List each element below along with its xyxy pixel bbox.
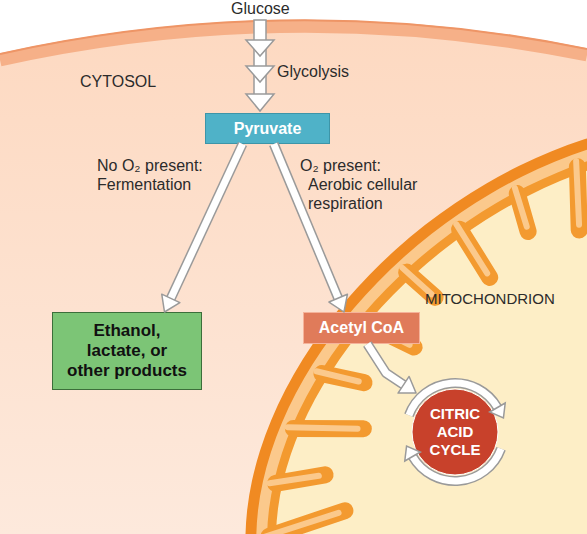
- crista-space: [316, 371, 358, 381]
- cycle-arrow-head: [405, 446, 421, 461]
- matrix: [220, 130, 587, 534]
- process-box: Pyruvate: [205, 113, 330, 144]
- arrow-head: [246, 94, 274, 111]
- crista-space: [263, 513, 338, 534]
- intermembrane-space: [220, 130, 587, 534]
- arrow-head-group: [398, 376, 416, 393]
- node-text: Acetyl CoA: [319, 319, 404, 337]
- node-text: Pyruvate: [234, 120, 302, 138]
- arrow-head: [246, 40, 274, 56]
- cycle-circle: CITRIC ACID CYCLE: [400, 377, 510, 487]
- crista-space: [456, 224, 487, 273]
- text-label: Glucose: [231, 0, 311, 18]
- cycle-circle: [412, 389, 498, 475]
- arrow-head-group: [162, 294, 180, 312]
- glycolysis-arrow: [246, 20, 274, 111]
- arrow-shaft-group: [274, 144, 339, 300]
- connector-arrow: [162, 144, 243, 312]
- crista-space: [515, 188, 527, 227]
- text-label: Glycolysis: [277, 62, 367, 81]
- node-text: MITOCHONDRION: [425, 290, 555, 307]
- arrow-shaft: [170, 144, 243, 300]
- process-box: Acetyl CoA: [303, 312, 420, 344]
- edge-label: O₂ present: Aerobic cellular respiration: [298, 156, 434, 213]
- crista-space: [576, 161, 579, 225]
- node-text: CITRIC ACID CYCLE: [424, 405, 486, 459]
- crista-space: [270, 476, 319, 483]
- cell-membrane-edge: [0, 20, 587, 54]
- text-label: CYTOSOL: [80, 72, 170, 91]
- cell-membrane: [0, 26, 587, 60]
- arrow-shaft-outline: [170, 144, 243, 300]
- arrow-head: [329, 294, 347, 312]
- arrow-shaft-outline: [274, 144, 339, 300]
- arrow-shaft: [274, 144, 339, 300]
- product-box: Ethanol, lactate, or other products: [52, 312, 202, 390]
- arrow-shaft: [367, 344, 405, 386]
- edge-label: No O₂ present: Fermentation: [97, 156, 219, 194]
- arrow-shaft: [254, 20, 266, 98]
- arrow-head: [162, 294, 180, 312]
- arrow-head: [398, 376, 416, 393]
- node-text: Ethanol, lactate, or other products: [65, 321, 190, 381]
- connector-arrow: [274, 144, 348, 312]
- connector-arrow: [367, 344, 416, 393]
- arrow-shaft-outline: [367, 344, 405, 386]
- arrow-shaft-group: [367, 344, 405, 386]
- crista-space: [288, 427, 358, 429]
- arrow-shaft-group: [170, 144, 243, 300]
- cycle-arrow-head: [490, 403, 506, 418]
- outer-membrane: [220, 130, 587, 534]
- arrow-head: [246, 66, 274, 82]
- inner-membrane: [220, 130, 587, 534]
- arrow-head-group: [329, 294, 347, 312]
